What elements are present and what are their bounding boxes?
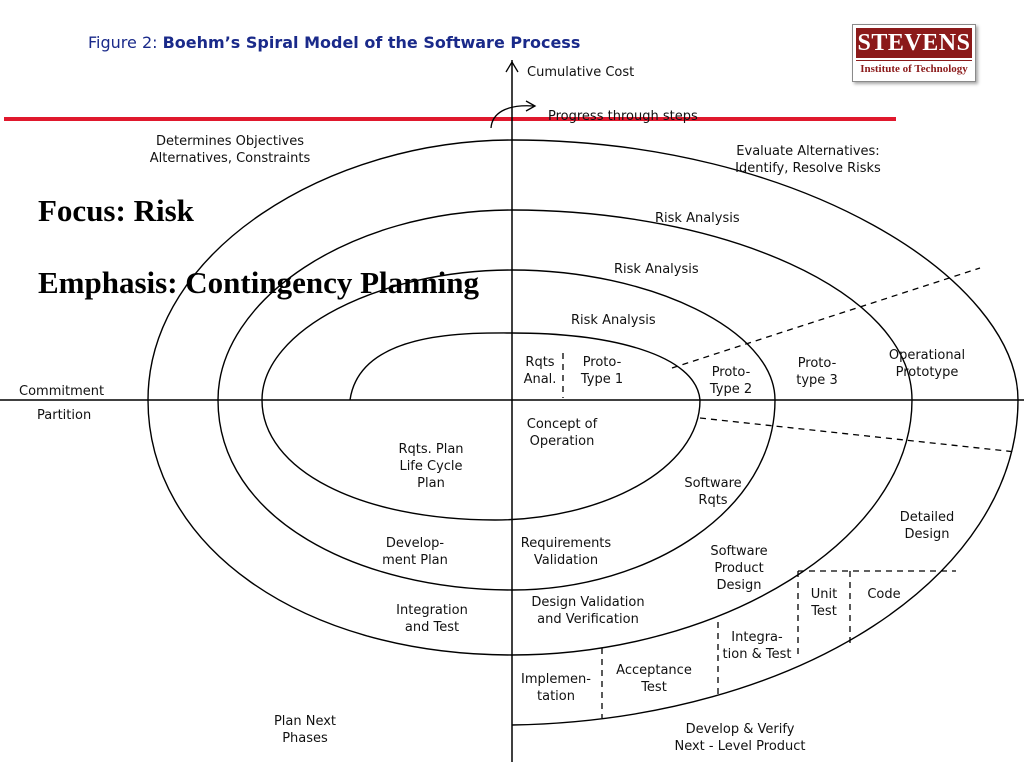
progress-arrowhead [525, 100, 537, 112]
spiral-loop-1 [349, 332, 701, 521]
commitment-label: Commitment [19, 384, 105, 399]
spiral-loop-3 [147, 139, 1019, 726]
stevens-logo: STEVENS Institute of Technology [852, 24, 976, 82]
development-plan-label: Develop-ment Plan [382, 536, 448, 568]
emphasis-headline: Emphasis: Contingency Planning [38, 265, 479, 300]
focus-headline: Focus: Risk [38, 193, 194, 228]
integration-test-label: Integra-tion & Test [722, 630, 792, 662]
partition-label: Partition [37, 408, 92, 423]
code-label: Code [867, 587, 901, 602]
logo-name: STEVENS [856, 28, 972, 58]
cumulative-cost-label: Cumulative Cost [527, 65, 635, 80]
implementation-label: Implemen-tation [521, 672, 591, 704]
dashed-line-bottom [699, 417, 1017, 453]
figure-title-prefix: Figure 2: [88, 33, 158, 52]
figure-title: Figure 2: Boehm’s Spiral Model of the So… [88, 33, 580, 52]
quadrant-top-right: Evaluate Alternatives:Identify, Resolve … [735, 144, 881, 176]
prototype-2-label: Proto-Type 2 [709, 365, 753, 397]
vertical-axis-arrowhead [505, 60, 519, 73]
figure-title-main: Boehm’s Spiral Model of the Software Pro… [162, 33, 581, 52]
logo-subtitle: Institute of Technology [856, 60, 972, 78]
dashed-line-top [671, 267, 981, 369]
progress-arrow [490, 105, 535, 129]
risk-analysis-outer: Risk Analysis [655, 211, 740, 226]
risk-analysis-middle: Risk Analysis [614, 262, 699, 277]
spiral-loop-2 [217, 269, 776, 591]
prototype-3-label: Proto-type 3 [796, 356, 838, 388]
prototype-1-label: Proto-Type 1 [580, 355, 624, 387]
risk-analysis-inner: Risk Analysis [571, 313, 656, 328]
progress-label: Progress through steps [548, 109, 698, 124]
